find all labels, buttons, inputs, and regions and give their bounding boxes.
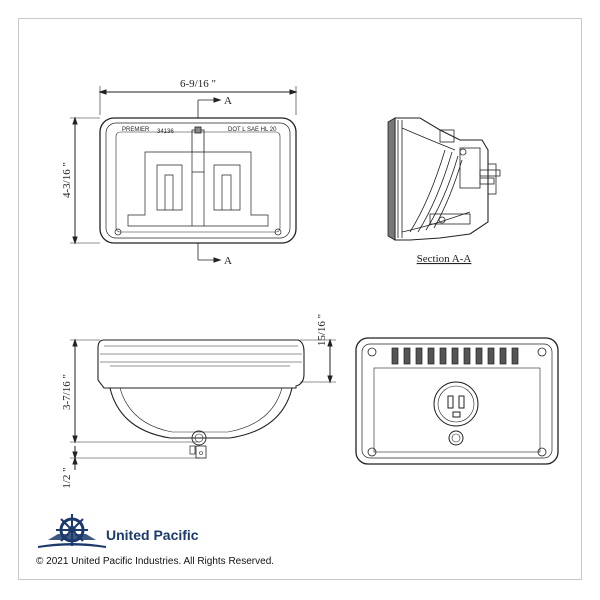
- front-view: 6-9/16 " 4-3/16 " A A PREMIER 34136 DOT …: [61, 78, 298, 267]
- screw-icon: [114, 228, 122, 236]
- section-view: Section A-A: [387, 117, 501, 265]
- drawing-frame: [18, 18, 582, 580]
- brand-name: United Pacific: [106, 527, 199, 543]
- body-dimension-label: 3-7/16 ": [61, 374, 73, 410]
- lens-cert-text: DOT L SAE HL 20: [228, 127, 277, 133]
- lens-part-text: 34136: [157, 129, 174, 135]
- screw-icon: [537, 447, 547, 457]
- section-mark-bottom: A: [224, 255, 232, 267]
- side-view: 15/16 " 3-7/16 " 1/2 ": [61, 314, 336, 489]
- screw-icon: [537, 347, 547, 357]
- height-dimension-label: 4-3/16 ": [61, 162, 73, 198]
- screw-icon: [367, 347, 377, 357]
- width-dimension-label: 6-9/16 ": [180, 78, 216, 90]
- back-view: [355, 337, 559, 465]
- ship-wheel-logo-icon: [38, 514, 106, 548]
- screw-icon: [367, 447, 377, 457]
- terminal-dimension-label: 1/2 ": [61, 467, 73, 488]
- top-dimension-label: 15/16 ": [316, 314, 328, 346]
- lens-brand-text: PREMIER: [122, 127, 150, 133]
- headlight-housing-front: [99, 117, 297, 244]
- copyright-text: © 2021 United Pacific Industries. All Ri…: [36, 556, 275, 567]
- cooling-fins: [391, 347, 519, 365]
- section-caption: Section A-A: [417, 253, 472, 265]
- reflector-pattern: [127, 151, 269, 227]
- section-mark-top: A: [224, 95, 232, 107]
- vent-cap-icon: [448, 430, 464, 446]
- screw-icon: [274, 228, 282, 236]
- plug-socket-icon: [433, 381, 479, 427]
